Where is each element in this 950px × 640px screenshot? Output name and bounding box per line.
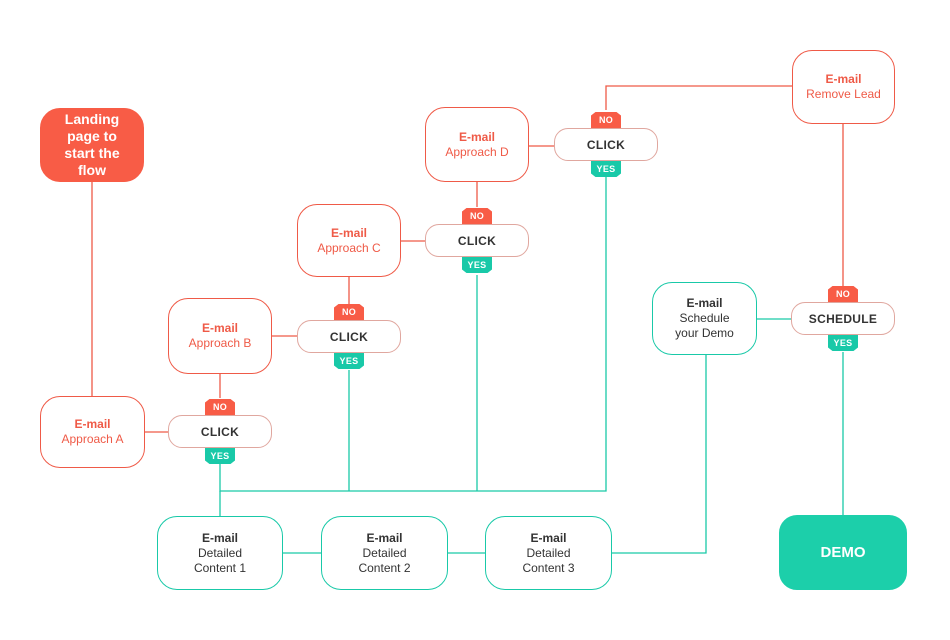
node-subtitle: Approach B bbox=[188, 336, 252, 350]
node-title: E-mail bbox=[825, 72, 862, 86]
node-title: E-mail bbox=[686, 296, 723, 310]
node-title: E-mail bbox=[201, 530, 238, 545]
no-badge: NO bbox=[334, 304, 364, 320]
schedule-decision: SCHEDULE bbox=[791, 302, 895, 335]
email-remove-lead-node: E-mail Remove Lead bbox=[792, 50, 895, 124]
decision-label: CLICK bbox=[457, 233, 497, 248]
no-badge: NO bbox=[591, 112, 621, 128]
node-title: E-mail bbox=[201, 321, 238, 335]
yes-badge: YES bbox=[462, 257, 492, 273]
no-badge: NO bbox=[205, 399, 235, 415]
node-title: E-mail bbox=[366, 530, 403, 545]
email-content-3-node: E-mail Detailed Content 3 bbox=[485, 516, 612, 590]
node-subtitle: Remove Lead bbox=[806, 87, 881, 101]
no-badge: NO bbox=[462, 208, 492, 224]
email-approach-c-node: E-mail Approach C bbox=[297, 204, 401, 277]
node-subtitle: Approach D bbox=[445, 144, 509, 159]
yes-badge: YES bbox=[591, 161, 621, 177]
click-decision-4: CLICK bbox=[554, 128, 658, 161]
decision-label: CLICK bbox=[329, 329, 369, 344]
landing-page-start-node: Landing page to start the flow bbox=[40, 108, 144, 182]
node-subtitle: Detailed bbox=[362, 545, 407, 560]
node-subtitle: Schedule bbox=[679, 311, 730, 325]
landing-page-label: Landing page to start the flow bbox=[64, 111, 120, 178]
click-decision-2: CLICK bbox=[297, 320, 401, 353]
demo-label: DEMO bbox=[820, 544, 866, 561]
node-title: E-mail bbox=[458, 129, 495, 144]
yes-badge: YES bbox=[828, 335, 858, 351]
email-approach-d-node: E-mail Approach D bbox=[425, 107, 529, 182]
connector-click4-to-remove bbox=[605, 85, 792, 110]
node-subtitle: Content 1 bbox=[193, 560, 247, 575]
email-approach-a-node: E-mail Approach A bbox=[40, 396, 145, 468]
connector-yes-bus bbox=[219, 172, 607, 492]
node-title: E-mail bbox=[530, 530, 567, 545]
decision-label: SCHEDULE bbox=[808, 311, 878, 326]
node-subtitle: Content 3 bbox=[522, 560, 575, 575]
node-subtitle: Detailed bbox=[526, 545, 571, 560]
click-decision-3: CLICK bbox=[425, 224, 529, 257]
email-content-1-node: E-mail Detailed Content 1 bbox=[157, 516, 283, 590]
email-content-2-node: E-mail Detailed Content 2 bbox=[321, 516, 448, 590]
node-subtitle: your Demo bbox=[675, 326, 734, 340]
yes-badge: YES bbox=[334, 353, 364, 369]
demo-end-node: DEMO bbox=[779, 515, 907, 590]
node-subtitle: Approach A bbox=[61, 432, 124, 446]
node-subtitle: Detailed bbox=[197, 545, 243, 560]
node-title: E-mail bbox=[330, 225, 367, 240]
node-subtitle: Content 2 bbox=[358, 560, 411, 575]
email-schedule-demo-node: E-mail Schedule your Demo bbox=[652, 282, 757, 355]
email-approach-b-node: E-mail Approach B bbox=[168, 298, 272, 374]
no-badge: NO bbox=[828, 286, 858, 302]
yes-badge: YES bbox=[205, 448, 235, 464]
connector-content3-to-schedule-demo bbox=[612, 354, 707, 554]
node-subtitle: Approach C bbox=[317, 240, 381, 255]
decision-label: CLICK bbox=[586, 137, 626, 152]
node-title: E-mail bbox=[74, 417, 111, 431]
decision-label: CLICK bbox=[200, 424, 240, 439]
click-decision-1: CLICK bbox=[168, 415, 272, 448]
